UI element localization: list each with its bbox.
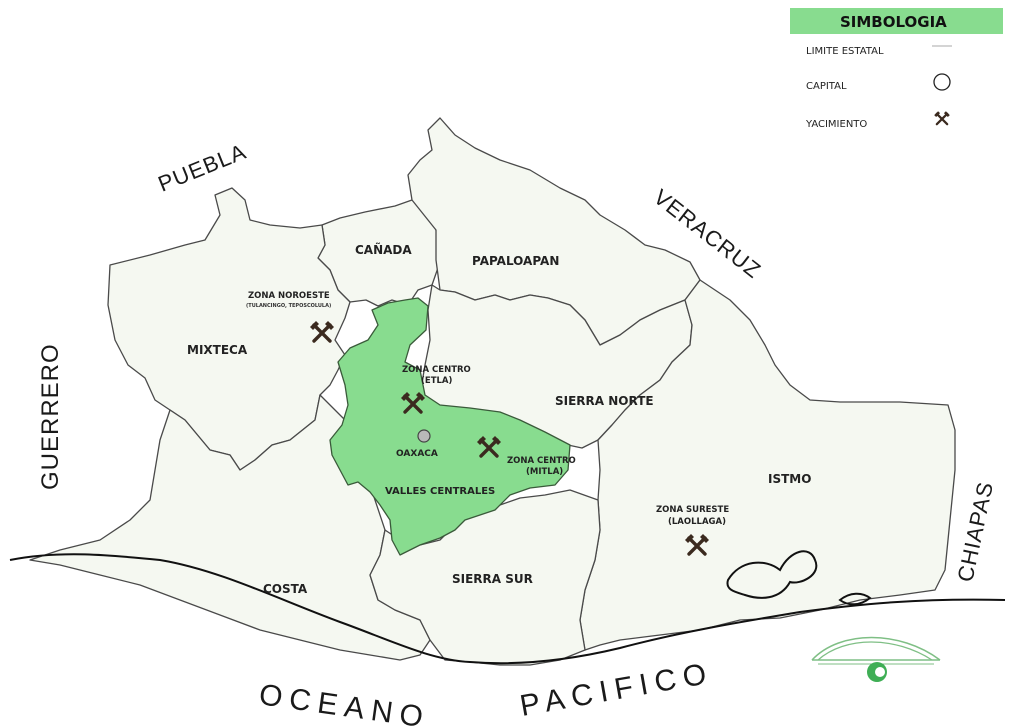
regions-layer xyxy=(29,117,956,666)
label-sierra-sur: SIERRA SUR xyxy=(452,572,533,586)
lagoon xyxy=(726,550,818,599)
neighbor-puebla: PUEBLA xyxy=(155,139,250,197)
legend-title: SIMBOLOGIA xyxy=(840,13,947,31)
zone-sureste-title: ZONA SURESTE xyxy=(656,505,729,515)
legend-item-mine-label: YACIMIENTO xyxy=(805,119,867,130)
capital-marker xyxy=(417,429,431,443)
label-costa: COSTA xyxy=(263,582,308,596)
coastline xyxy=(9,550,1006,665)
pickaxe-icon xyxy=(933,110,951,126)
ocean-word-1: OCEANO xyxy=(257,678,432,726)
label-sierra-norte: SIERRA NORTE xyxy=(555,394,654,408)
zone-centro-etla-subtitle: (ETLA) xyxy=(421,376,452,386)
legend-item-boundary-label: LIMITE ESTATAL xyxy=(806,46,884,57)
logo xyxy=(811,636,941,682)
zone-centro-etla-title: ZONA CENTRO xyxy=(402,365,471,375)
label-canada: CAÑADA xyxy=(355,242,412,257)
label-valles-centrales: VALLES CENTRALES xyxy=(385,486,495,497)
legend-header xyxy=(790,8,1003,34)
neighbor-chiapas: CHIAPAS xyxy=(952,479,998,584)
legend: SIMBOLOGIA LIMITE ESTATAL CAPITAL YACIMI… xyxy=(790,8,1003,130)
zone-centro-mitla-title: ZONA CENTRO xyxy=(507,456,576,466)
region-istmo xyxy=(579,279,956,651)
neighbor-guerrero: GUERRERO xyxy=(37,343,64,490)
label-istmo: ISTMO xyxy=(768,472,811,486)
ocean-word-2: PACIFICO xyxy=(517,656,715,722)
region-valles-centrales xyxy=(329,297,571,556)
label-papaloapan: PAPALOAPAN xyxy=(472,254,559,268)
legend-item-capital-label: CAPITAL xyxy=(806,81,847,92)
zone-noroeste-subtitle: (TULANCINGO, TEPOSCOLULA) xyxy=(246,303,331,309)
capital-circle-icon xyxy=(933,73,951,91)
label-capital: OAXACA xyxy=(396,449,438,459)
zone-noroeste-title: ZONA NOROESTE xyxy=(248,291,330,301)
zone-sureste-subtitle: (LAOLLAGA) xyxy=(668,517,726,527)
zone-centro-mitla-subtitle: (MITLA) xyxy=(526,467,563,477)
label-mixteca: MIXTECA xyxy=(187,343,248,357)
